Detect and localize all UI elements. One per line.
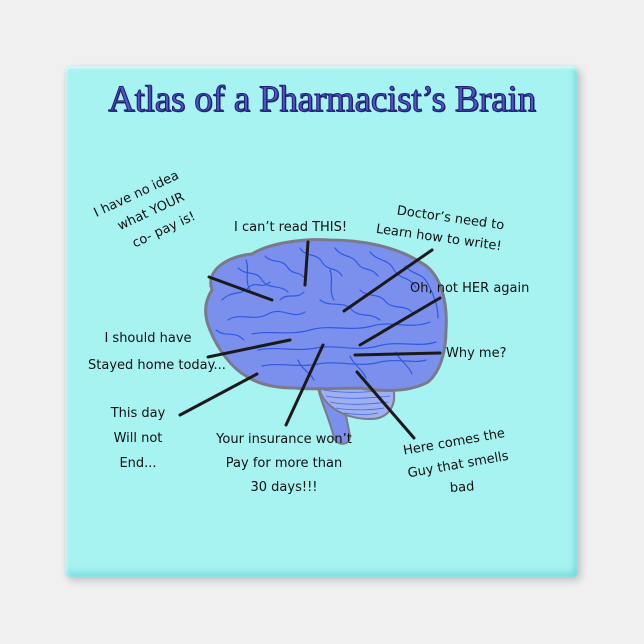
pointer-line-stayed-home	[206, 338, 292, 359]
pointer-line-not-her	[358, 296, 442, 347]
pointer-line-this-day	[178, 372, 259, 417]
pointer-line-smells	[355, 370, 416, 440]
pointer-line-copay	[207, 275, 274, 302]
label-not-her: Oh, not HER again	[410, 281, 530, 296]
pointer-line-insurance	[284, 343, 325, 427]
label-stayed-home: I should have Stayed home today...	[88, 331, 226, 373]
pointer-lines	[178, 240, 442, 440]
label-insurance: Your insurance won’t Pay for more than 3…	[216, 432, 352, 495]
label-cant-read: I can’t read THIS!	[234, 220, 348, 235]
label-this-day: This day Will not End...	[110, 406, 166, 471]
pointer-line-doctors	[342, 248, 434, 313]
cerebrum-shape	[204, 238, 448, 392]
pointer-line-cant-read	[303, 240, 310, 287]
label-why-me: Why me?	[446, 346, 507, 361]
pointer-line-why-me	[353, 351, 442, 357]
page-title: Atlas of a Pharmacist’s Brain	[108, 79, 537, 121]
